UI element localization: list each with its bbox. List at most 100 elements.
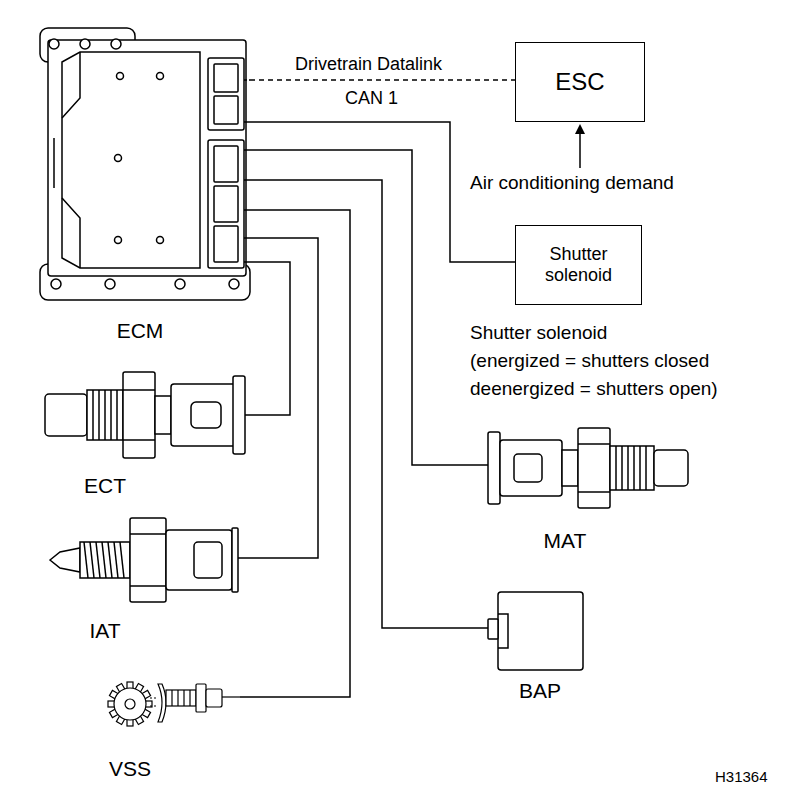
drawing-part bbox=[208, 58, 244, 130]
part-label: MAT bbox=[544, 529, 587, 553]
speed-sensor: VSS bbox=[100, 680, 240, 738]
drawing-part bbox=[123, 439, 155, 441]
line-label: Drivetrain Datalink bbox=[293, 54, 444, 76]
solenoid-box: Shutter solenoid bbox=[515, 225, 642, 305]
drawing-part bbox=[158, 684, 166, 722]
drawing-part bbox=[578, 443, 610, 445]
drawing-part bbox=[498, 592, 583, 670]
drawing-part bbox=[233, 376, 245, 454]
pressure-sensor: BAP bbox=[488, 592, 583, 670]
drawing-part bbox=[157, 73, 164, 80]
drawing-part bbox=[645, 446, 647, 490]
drawing-part bbox=[498, 614, 508, 648]
temperature-sensor: MAT bbox=[488, 428, 688, 508]
label-holder: MAT bbox=[544, 529, 587, 553]
drawing-part bbox=[196, 684, 206, 712]
drawing-part bbox=[114, 688, 146, 720]
note-line: Shutter solenoid bbox=[470, 322, 607, 345]
drawing-part bbox=[98, 390, 100, 440]
drawing-part bbox=[150, 697, 156, 698]
drawing-part bbox=[229, 279, 239, 289]
drawing-part bbox=[214, 186, 238, 222]
drawing-part bbox=[50, 548, 80, 572]
wire bbox=[238, 238, 318, 558]
datalink-line bbox=[250, 79, 515, 81]
drawing-part bbox=[621, 446, 623, 490]
drawing-part bbox=[150, 705, 156, 706]
label-holder: VSS bbox=[109, 757, 151, 781]
signal-note: Air conditioning demand bbox=[470, 172, 674, 195]
drawing-part bbox=[222, 696, 240, 697]
drawing-part bbox=[627, 446, 629, 490]
drawing-part bbox=[87, 390, 123, 440]
drawing-part bbox=[130, 585, 166, 587]
drawing-part bbox=[123, 389, 155, 391]
figure-number: H31364 bbox=[715, 768, 768, 786]
drawing-part bbox=[130, 518, 166, 602]
ect-sensor-drawing bbox=[45, 372, 245, 458]
drawing-part bbox=[214, 146, 238, 182]
drawing-part bbox=[171, 384, 237, 446]
drawing-part bbox=[96, 542, 100, 578]
drawing-part bbox=[244, 179, 250, 181]
drawing-part bbox=[84, 542, 88, 578]
drawing-part bbox=[214, 64, 238, 92]
drawing-part bbox=[500, 440, 562, 496]
part-label: ECM bbox=[117, 319, 164, 343]
box-label: Shutter solenoid bbox=[524, 244, 633, 285]
drawing-part bbox=[166, 530, 232, 590]
label-holder: ECT bbox=[84, 474, 126, 498]
drawing-part bbox=[488, 619, 498, 639]
drawing-part bbox=[116, 390, 118, 440]
drawing-part bbox=[191, 402, 221, 428]
drawing-part bbox=[189, 690, 190, 706]
drawing-part bbox=[562, 450, 578, 486]
drawing-part bbox=[105, 279, 115, 289]
drawing-part bbox=[108, 542, 112, 578]
drawing-part bbox=[654, 450, 688, 486]
ecm-module-drawing bbox=[40, 28, 250, 300]
drawing-part bbox=[183, 690, 184, 706]
label-holder: BAP bbox=[519, 679, 561, 703]
drawing-part bbox=[92, 390, 94, 440]
drawing-part bbox=[610, 446, 654, 490]
drawing-part bbox=[48, 40, 246, 276]
drawing-part bbox=[53, 138, 55, 188]
drawing-part bbox=[115, 155, 122, 162]
part-label: IAT bbox=[89, 619, 120, 643]
drawing-part bbox=[90, 542, 94, 578]
drawing-part bbox=[45, 394, 87, 436]
drawing-part bbox=[130, 533, 166, 535]
drawing-part bbox=[244, 261, 250, 263]
drawing-part bbox=[177, 690, 178, 706]
temperature-sensor: ECT bbox=[45, 372, 245, 458]
drawing-part bbox=[214, 96, 238, 124]
drawing-part bbox=[123, 372, 155, 458]
module-box: ESC bbox=[515, 42, 645, 122]
drawing-part bbox=[51, 279, 61, 289]
drawing-part bbox=[102, 542, 106, 578]
drawing-part bbox=[194, 542, 222, 578]
drawing-part bbox=[639, 446, 641, 490]
note-line: deenergized = shutters open) bbox=[470, 378, 718, 401]
drawing-part bbox=[62, 198, 80, 268]
iat-sensor-drawing bbox=[50, 518, 238, 602]
drawing-part bbox=[104, 390, 106, 440]
bus-name: CAN 1 bbox=[345, 88, 398, 110]
drawing-part bbox=[114, 542, 118, 578]
drawing-part bbox=[244, 79, 250, 81]
drawing-part bbox=[578, 491, 610, 493]
drawing-part bbox=[166, 690, 196, 706]
drawing-part bbox=[115, 237, 122, 244]
drawing-part bbox=[171, 690, 172, 706]
drawing-part bbox=[80, 39, 90, 49]
drawing-part bbox=[578, 428, 610, 508]
wire bbox=[240, 210, 350, 697]
bap-sensor-drawing bbox=[488, 592, 583, 670]
drawing-part bbox=[111, 39, 121, 49]
label-holder: IAT bbox=[89, 619, 120, 643]
drawing-part bbox=[62, 52, 80, 118]
wire bbox=[245, 262, 290, 415]
